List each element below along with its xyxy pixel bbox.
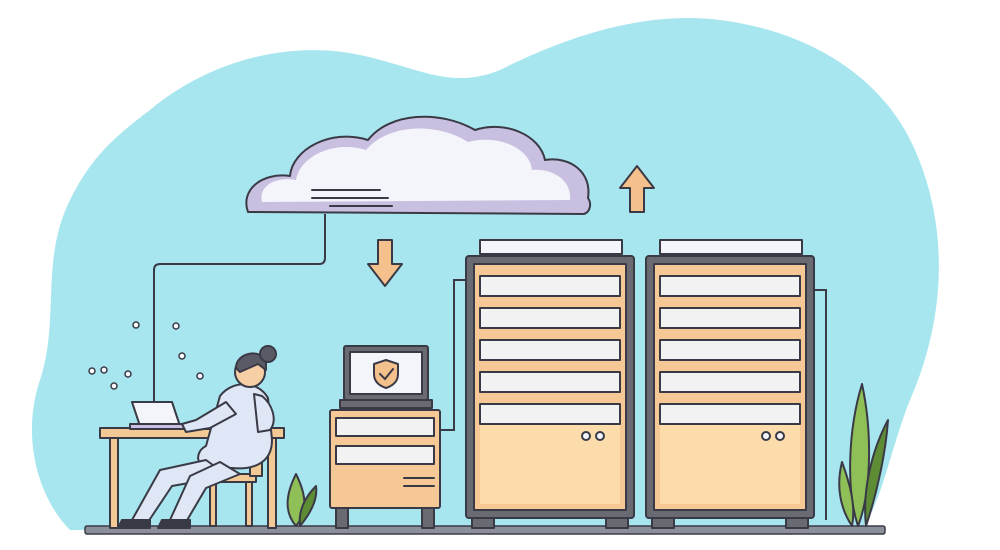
- server-rack-icon: [465, 239, 635, 529]
- laptop-icon: [129, 401, 211, 430]
- server-cable-2: [814, 289, 827, 520]
- server-rack-icon-2: [645, 239, 815, 529]
- stress-sparkles: [88, 321, 204, 390]
- server-cable: [440, 279, 466, 431]
- plant-icon-2: [838, 383, 889, 527]
- download-arrow-icon: [367, 239, 403, 287]
- network-cable: [153, 214, 326, 402]
- shield-check-icon: [373, 359, 399, 389]
- small-server: [329, 345, 441, 529]
- upload-arrow-icon: [619, 165, 655, 213]
- cloud-icon: [245, 115, 592, 215]
- plant-icon: [286, 473, 318, 527]
- person-at-desk: [117, 345, 277, 529]
